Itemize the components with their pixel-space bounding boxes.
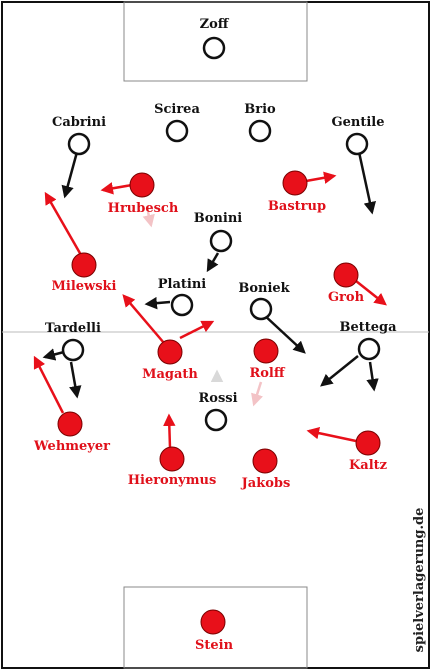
- player-rolff: Rolff: [249, 338, 286, 381]
- player-marker: [248, 119, 272, 143]
- player-name: Bettega: [339, 320, 397, 335]
- player-stein: Stein: [195, 609, 234, 653]
- player-marker: [252, 448, 278, 474]
- player-marker: [357, 337, 381, 361]
- arrow-platini: [144, 296, 171, 310]
- arrow-groh: [355, 280, 387, 306]
- arrow-kaltz: [306, 426, 357, 443]
- player-name: Gentile: [332, 115, 385, 130]
- red-team: Hrubesch Bastrup Milewski Groh Magath Ro…: [33, 170, 387, 653]
- player-marker: [282, 170, 308, 196]
- arrow-hieronymus: [163, 413, 176, 449]
- arrow-tardelli-down: [69, 361, 82, 399]
- player-name: Bastrup: [268, 199, 326, 214]
- player-name: Bonini: [194, 211, 243, 226]
- arrow-hrubesch-faded: [142, 211, 155, 228]
- player-marker: [345, 132, 369, 156]
- player-marker: [202, 36, 226, 60]
- arrow-bettega-down: [366, 361, 379, 392]
- player-groh: Groh: [328, 262, 365, 305]
- player-boniek: Boniek: [238, 281, 291, 321]
- black-team: Zoff Cabrini Scirea Brio Gentile Bonini …: [45, 17, 397, 432]
- arrow-magath-right: [179, 320, 215, 340]
- player-name: Zoff: [200, 17, 230, 32]
- player-name: Jakobs: [241, 476, 291, 491]
- player-marker: [159, 446, 185, 472]
- player-marker: [170, 293, 194, 317]
- player-scirea: Scirea: [154, 102, 200, 143]
- arrow-rolff-faded: [251, 381, 263, 407]
- player-marker: [61, 338, 85, 362]
- player-marker: [355, 430, 381, 456]
- player-name: Brio: [244, 102, 276, 117]
- player-name: Magath: [142, 367, 198, 382]
- player-marker: [57, 411, 83, 437]
- player-name: Cabrini: [52, 115, 106, 130]
- player-marker: [209, 229, 233, 253]
- player-marker: [333, 262, 359, 288]
- arrow-bettega-side: [320, 355, 359, 387]
- arrow-milewski: [44, 191, 83, 256]
- player-name: Rolff: [249, 366, 285, 381]
- player-cabrini: Cabrini: [52, 115, 106, 156]
- player-name: Platini: [158, 277, 207, 292]
- player-name: Wehmeyer: [33, 439, 110, 454]
- player-magath: Magath: [142, 339, 198, 382]
- player-marker: [67, 132, 91, 156]
- player-name: Boniek: [238, 281, 290, 296]
- player-zoff: Zoff: [200, 17, 230, 60]
- arrow-tardelli-side: [42, 348, 65, 361]
- arrow-magath-left: [122, 294, 165, 344]
- player-platini: Platini: [158, 277, 207, 317]
- player-name: Kaltz: [349, 458, 387, 473]
- player-milewski: Milewski: [52, 252, 117, 294]
- arrow-hrubesch: [100, 182, 133, 195]
- player-bettega: Bettega: [339, 320, 397, 361]
- player-name: Milewski: [52, 279, 117, 294]
- player-name: Rossi: [198, 391, 237, 406]
- player-name: Groh: [328, 290, 365, 305]
- bottom-penalty-box: [123, 586, 308, 669]
- arrow-wehmeyer: [33, 355, 65, 414]
- arrow-bastrup: [305, 171, 337, 184]
- player-marker: [157, 339, 183, 365]
- player-name: Hrubesch: [108, 201, 179, 216]
- player-wehmeyer: Wehmeyer: [33, 411, 110, 454]
- player-name: Scirea: [154, 102, 200, 117]
- player-marker: [253, 338, 279, 364]
- player-marker: [249, 297, 273, 321]
- player-marker: [165, 119, 189, 143]
- player-name: Hieronymus: [128, 473, 217, 488]
- watermark-text: spielverlagerung.de: [412, 508, 427, 653]
- player-gentile: Gentile: [332, 115, 385, 156]
- player-name: Stein: [195, 638, 234, 653]
- player-kaltz: Kaltz: [349, 430, 387, 473]
- player-marker: [204, 408, 228, 432]
- top-penalty-box: [123, 1, 308, 82]
- player-marker: [71, 252, 97, 278]
- movement-arrows: [33, 151, 387, 449]
- player-name: Tardelli: [45, 321, 101, 336]
- player-bonini: Bonini: [194, 211, 243, 253]
- arrow-gentile: [357, 151, 376, 215]
- player-hieronymus: Hieronymus: [128, 446, 217, 488]
- player-rossi: Rossi: [198, 391, 238, 432]
- player-bastrup: Bastrup: [268, 170, 326, 214]
- player-brio: Brio: [244, 102, 276, 143]
- arrow-bonini: [206, 252, 220, 273]
- player-hrubesch: Hrubesch: [108, 172, 179, 216]
- player-jakobs: Jakobs: [241, 448, 291, 491]
- arrow-cabrini: [61, 151, 79, 199]
- player-tardelli: Tardelli: [45, 321, 101, 362]
- player-marker: [129, 172, 155, 198]
- arrow-boniek: [262, 313, 306, 354]
- player-marker: [200, 609, 226, 635]
